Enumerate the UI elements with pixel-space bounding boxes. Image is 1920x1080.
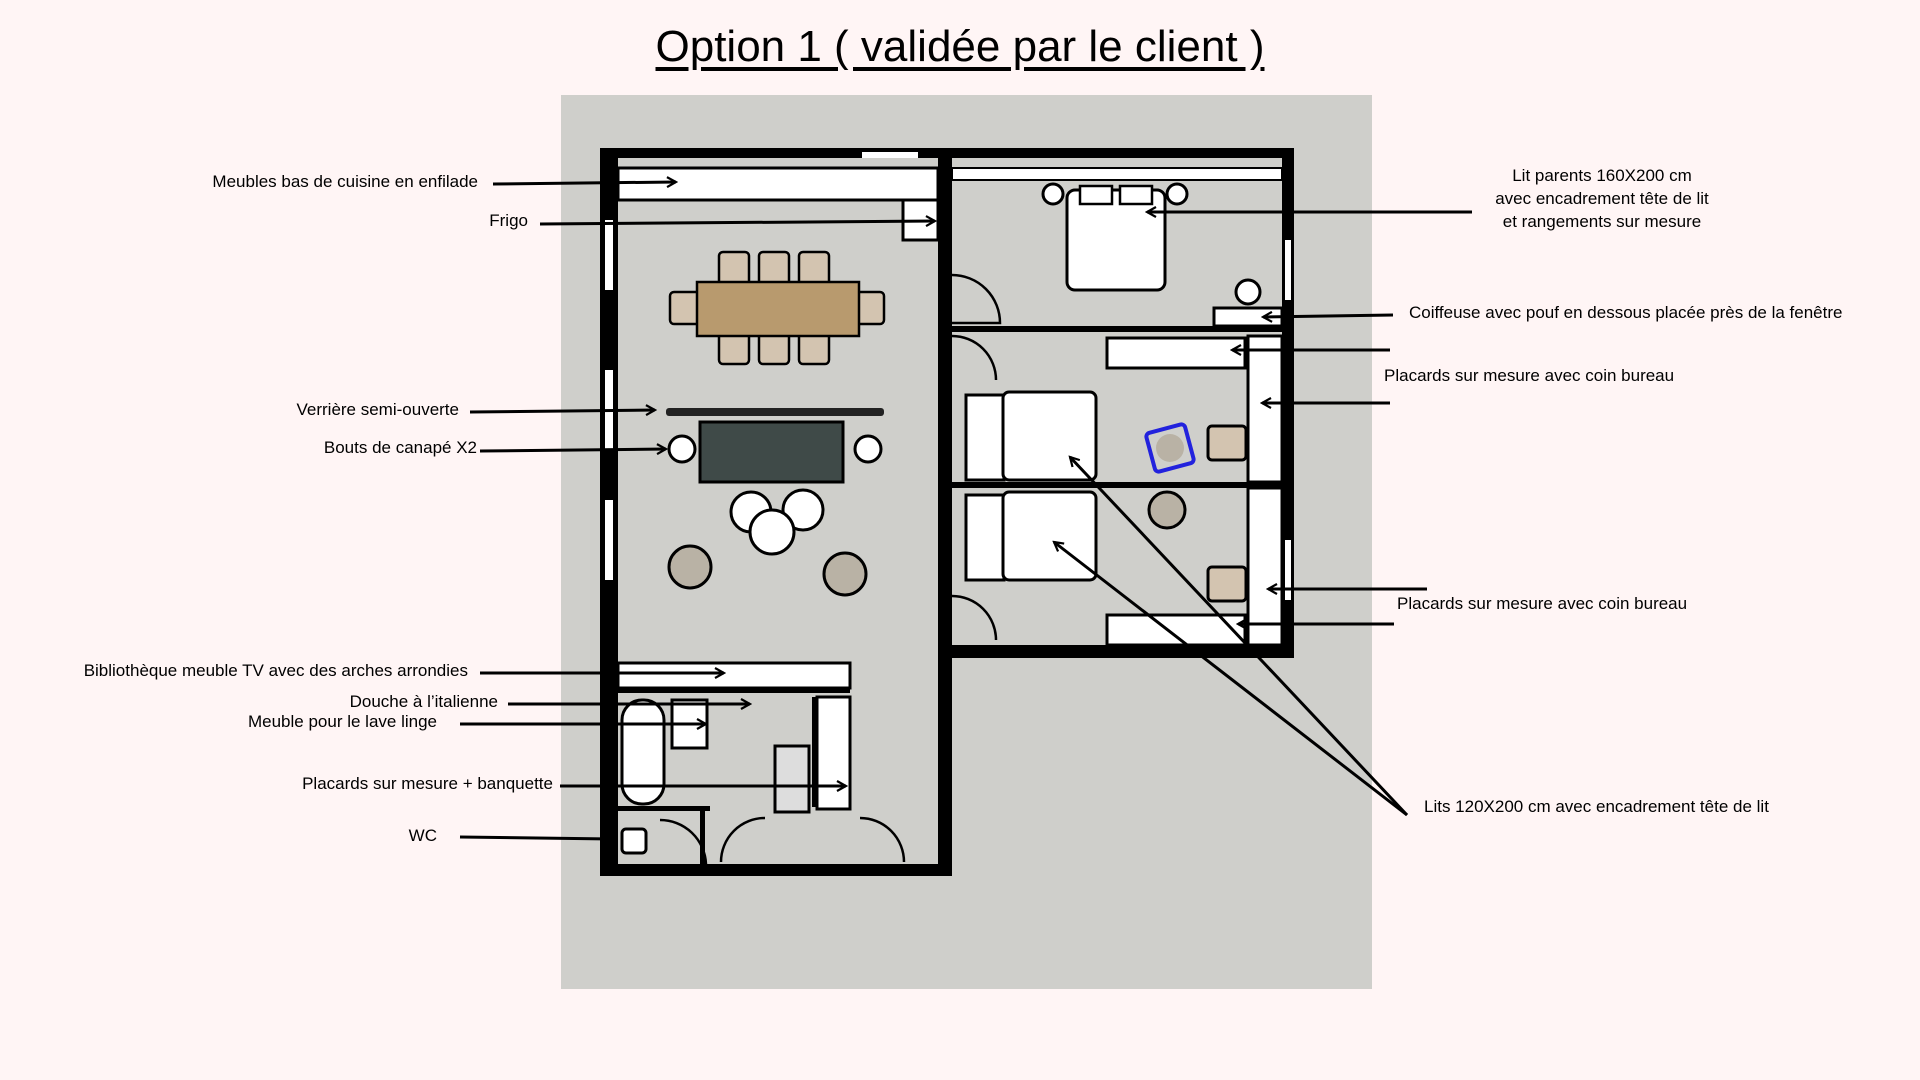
- side-table: [853, 434, 883, 464]
- coffee-table: [781, 488, 825, 532]
- wall-bottom: [600, 864, 952, 876]
- arrow-kids-bed-1: [1070, 457, 1409, 817]
- page-title: Option 1 ( validée par le client ): [655, 22, 1265, 71]
- doors: [659, 273, 1002, 865]
- pillow: [1118, 184, 1154, 206]
- label-closets-2: Placards sur mesure avec coin bureau: [1397, 594, 1688, 613]
- shower: [620, 698, 666, 806]
- callout-arrows: [459, 182, 1472, 839]
- label-kids-beds: Lits 120X200 cm avec encadrement tête de…: [1424, 797, 1769, 816]
- label-shower: Douche à l’italienne: [349, 692, 498, 711]
- wall-bedroom1-bottom: [952, 326, 1282, 332]
- dining-set: [668, 250, 886, 366]
- label-side-tables: Bouts de canapé X2: [323, 438, 477, 457]
- coffee-tables: [729, 488, 825, 556]
- desk-chair: [1206, 424, 1248, 462]
- bathroom-wall: [812, 697, 817, 807]
- arrow-side-tables: [479, 449, 666, 451]
- wc: [620, 827, 648, 855]
- bed-bedroom-2: [1001, 390, 1098, 482]
- verriere: [666, 408, 884, 416]
- window-left-3: [605, 500, 613, 580]
- label-parents-bed: Lit parents 160X200 cm avec encadrement …: [1477, 165, 1727, 234]
- door-arc: [951, 594, 998, 641]
- nightstand-lamp: [1041, 182, 1065, 206]
- side-table: [667, 434, 697, 464]
- window-right-2: [1285, 540, 1291, 600]
- nightstand-lamp: [1165, 182, 1189, 206]
- parents-bed: [1065, 188, 1167, 292]
- desk-chair: [1206, 565, 1248, 603]
- label-library: Bibliothèque meuble TV avec des arches a…: [83, 661, 468, 680]
- bench: [773, 744, 811, 814]
- arrow-kitchen: [492, 182, 676, 184]
- closet-bedroom-2: [1105, 336, 1247, 370]
- arrow-wc: [459, 837, 612, 839]
- stool: [1147, 490, 1187, 530]
- arrow-dressing-table: [1263, 315, 1394, 317]
- window-left-1: [605, 220, 613, 290]
- label-closets-1: Placards sur mesure avec coin bureau: [1384, 366, 1675, 385]
- kitchen-cabinets: [616, 166, 940, 202]
- arrow-kids-bed-2: [1054, 542, 1408, 817]
- arrow-verriere: [469, 410, 655, 412]
- label-parents-bed-line-1: Lit parents 160X200 cm: [1512, 166, 1692, 185]
- bathroom-wall: [700, 806, 705, 866]
- window-top: [862, 152, 918, 158]
- library-tv-unit: [616, 661, 852, 690]
- door-arc: [951, 334, 998, 381]
- wall-bedroom2-bottom: [952, 482, 1282, 488]
- door-arc: [859, 816, 906, 863]
- bed-bedroom-3: [1001, 490, 1098, 582]
- door-arc: [719, 816, 766, 863]
- label-storage-bench: Placards sur mesure + banquette: [302, 774, 553, 793]
- label-wc: WC: [408, 826, 437, 845]
- door-arc: [659, 818, 708, 865]
- window-right-1: [1285, 240, 1291, 300]
- pouf: [1234, 278, 1262, 306]
- headboard: [964, 493, 1006, 582]
- label-kitchen: Meubles bas de cuisine en enfilade: [212, 172, 478, 191]
- parents-headboard-storage: [951, 167, 1283, 181]
- bathroom-wall: [618, 806, 710, 811]
- arrow-fridge: [539, 221, 935, 224]
- dining-table: [695, 280, 861, 338]
- coffee-table: [748, 508, 796, 556]
- wall-center: [938, 148, 952, 876]
- label-parents-bed-line-3: et rangements sur mesure: [1502, 211, 1702, 231]
- stool: [1156, 434, 1184, 462]
- label-washer: Meuble pour le lave linge: [247, 712, 437, 731]
- storage-bench: [815, 695, 852, 811]
- pillow: [1078, 184, 1114, 206]
- closet-desk-bedroom-3: [1246, 486, 1284, 647]
- label-parents-bed-line-2: avec encadrement tête de lit: [1495, 188, 1709, 208]
- highlight-box: [1144, 422, 1196, 474]
- armchair: [667, 544, 713, 590]
- sofa: [698, 420, 845, 484]
- closet-desk-bedroom-2: [1246, 334, 1284, 484]
- wall-bedroom-bottom: [938, 645, 1294, 658]
- wall-bath-top: [618, 688, 850, 693]
- label-verriere: Verrière semi-ouverte: [296, 400, 459, 419]
- headboard: [964, 393, 1006, 482]
- label-dressing-table: Coiffeuse avec pouf en dessous placée pr…: [1409, 303, 1843, 322]
- door-arc: [951, 273, 1002, 325]
- label-fridge: Frigo: [489, 211, 528, 230]
- armchair: [822, 551, 868, 597]
